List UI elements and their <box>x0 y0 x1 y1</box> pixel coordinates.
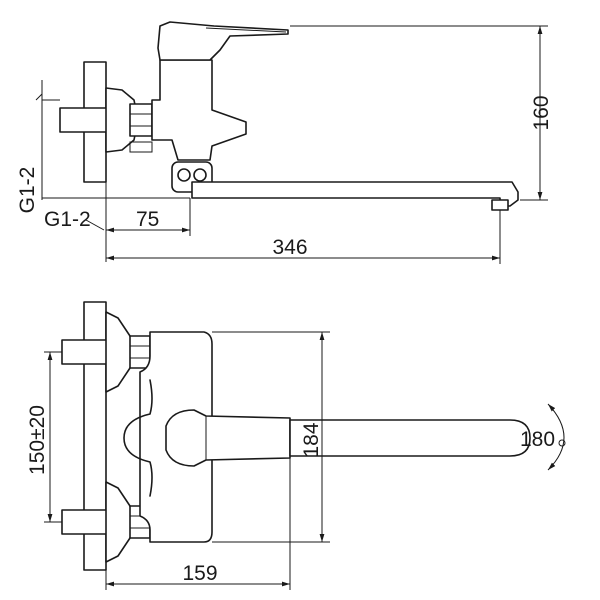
dim-offset-75: 75 <box>136 208 159 231</box>
dim-thread-bottom: G1-2 <box>44 208 91 231</box>
connector-upper <box>129 335 151 369</box>
dim-body-184: 184 <box>300 422 323 457</box>
dim-swivel-angle: 180 <box>520 428 555 451</box>
degree-symbol <box>558 439 566 447</box>
lever-handle <box>157 21 289 61</box>
inlet-pipe <box>59 107 111 133</box>
dim-thread-left: G1-2 <box>16 167 39 214</box>
dim-center-distance: 150±20 <box>26 405 49 475</box>
faucet-body <box>151 59 247 161</box>
dim-length-346: 346 <box>272 236 307 259</box>
inlet-lower <box>61 509 109 535</box>
rotation-arrow <box>547 403 565 471</box>
dim-depth-159: 159 <box>182 562 217 585</box>
top-view: 184 150±20 180 159 <box>26 301 566 590</box>
wall-section-bottom <box>83 301 107 571</box>
side-view: 160 G1-2 G1-2 75 346 <box>16 21 553 264</box>
dim-height-160: 160 <box>530 95 553 130</box>
spout-top <box>289 419 531 457</box>
aerator <box>491 199 509 211</box>
spout <box>191 181 519 207</box>
handle-top <box>165 409 291 467</box>
connector-nut <box>129 103 153 137</box>
inlet-upper <box>61 339 109 365</box>
